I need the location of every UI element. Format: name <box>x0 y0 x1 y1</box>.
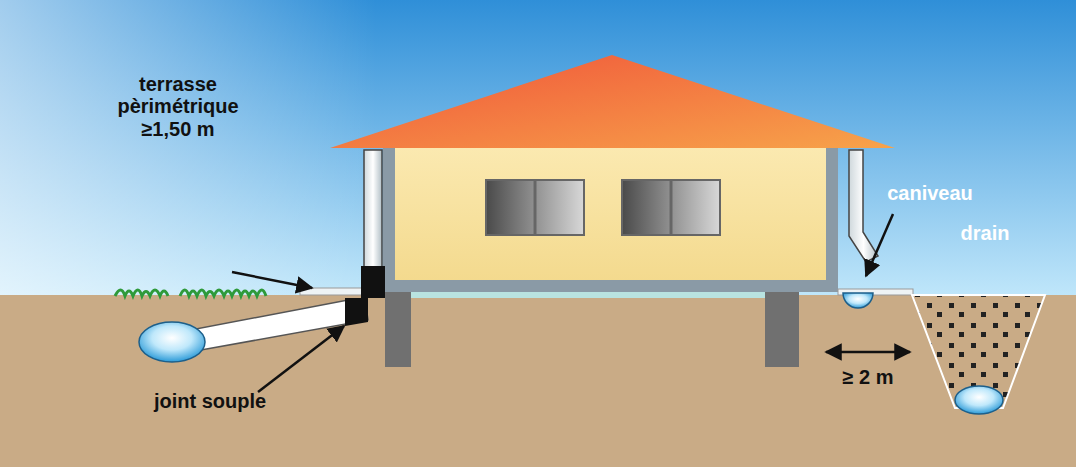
terrace-label: terrasse pèrimétrique ≥1,50 m <box>103 73 253 140</box>
sky-haze <box>0 0 1076 295</box>
gutter-label: caniveau <box>865 182 995 204</box>
house-wall <box>388 148 836 288</box>
flexible-joint <box>345 298 368 326</box>
window <box>622 180 720 235</box>
drain-label: drain <box>930 222 1040 244</box>
crawl-space <box>411 292 765 298</box>
downpipe <box>364 150 382 268</box>
buried-pipe <box>180 300 368 352</box>
pier <box>765 292 799 367</box>
window <box>486 180 584 235</box>
downpipe <box>849 150 878 262</box>
leader-arrow <box>232 272 312 288</box>
joint-label: joint souple <box>115 390 305 412</box>
leader-arrow <box>258 326 344 392</box>
grass <box>115 290 266 296</box>
sky <box>0 0 1076 295</box>
leader-arrow <box>866 214 893 276</box>
dimension-arrow <box>826 351 910 354</box>
drain-pipe <box>955 386 1003 414</box>
ground <box>0 295 1076 467</box>
roof <box>330 55 895 148</box>
wall-post <box>826 148 838 290</box>
gutter-channel <box>843 293 873 308</box>
flexible-joint <box>361 266 385 298</box>
collector-pipe <box>139 322 205 362</box>
floor-slab <box>383 280 838 292</box>
dimension-label: ≥ 2 m <box>813 366 923 388</box>
pier <box>385 292 411 367</box>
